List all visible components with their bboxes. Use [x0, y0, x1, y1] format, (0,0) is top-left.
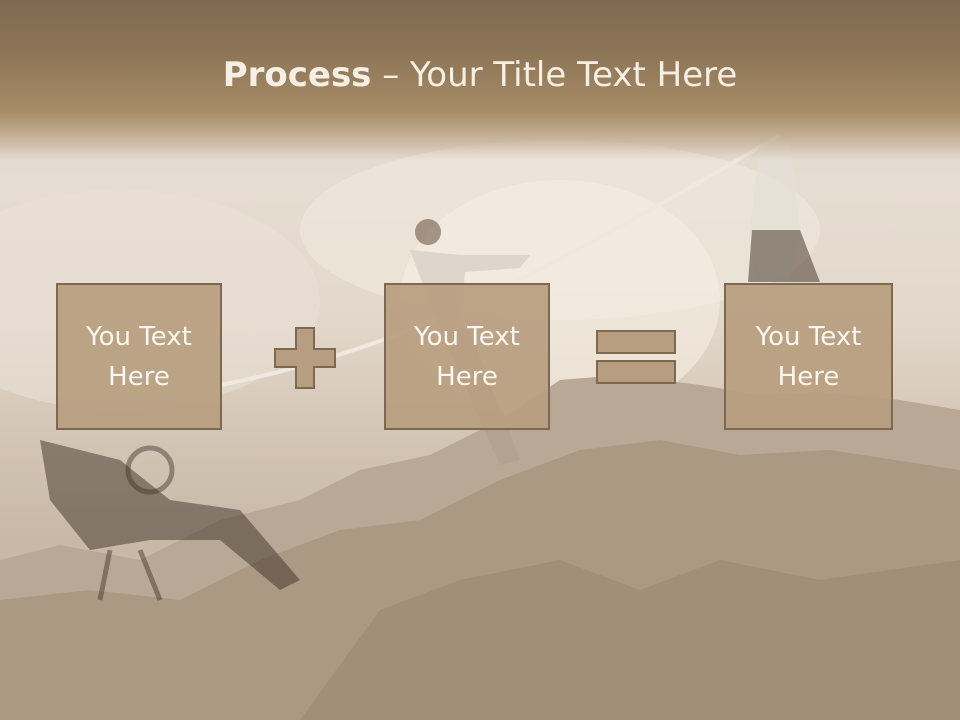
title-bold: Process [222, 55, 372, 95]
slide-title: Process – Your Title Text Here [0, 52, 960, 98]
text-box-3[interactable]: You Text Here [724, 283, 893, 430]
text-box-2[interactable]: You Text Here [384, 283, 550, 430]
title-rest: – Your Title Text Here [371, 55, 738, 95]
equals-icon [596, 330, 676, 384]
title-band [0, 0, 960, 160]
text-box-1-label: You Text Here [86, 321, 192, 392]
plus-icon [274, 327, 336, 389]
text-box-3-label: You Text Here [755, 321, 862, 392]
text-box-2-label: You Text Here [414, 321, 520, 392]
text-box-1[interactable]: You Text Here [56, 283, 222, 430]
